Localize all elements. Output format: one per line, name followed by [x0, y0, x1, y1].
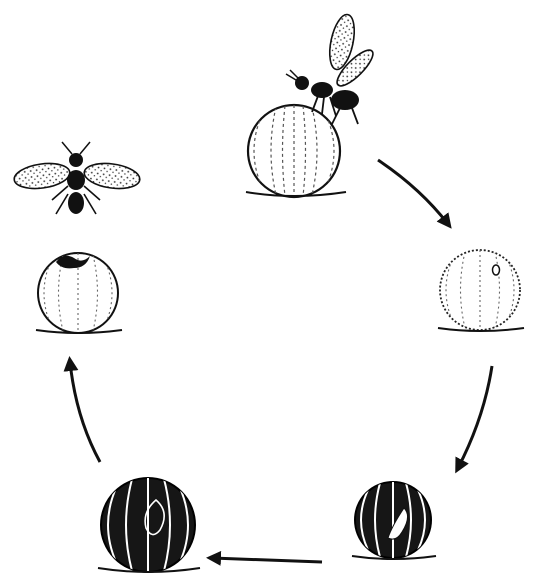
stage-wasp-laying-egg [246, 12, 378, 197]
arrow-stage1-to-stage2 [378, 160, 448, 224]
arrow-stage2-to-stage3 [458, 366, 492, 468]
stage-egg-parasitized [438, 250, 524, 331]
oviposition-spot-icon [493, 265, 500, 275]
egg-dark [101, 478, 195, 572]
arrow-stage4-to-stage5 [70, 362, 100, 462]
egg-light [440, 250, 520, 330]
stage-egg-emergence-hole [36, 253, 122, 333]
stage-adult-wasp [13, 142, 142, 214]
egg-light [248, 105, 340, 197]
stage-egg-dark-pupa [98, 478, 200, 572]
arrow-stage3-to-stage4 [212, 558, 322, 562]
stage-egg-darkening [352, 482, 436, 559]
egg-dark [355, 482, 431, 558]
adult-wasp-icon [13, 142, 142, 214]
